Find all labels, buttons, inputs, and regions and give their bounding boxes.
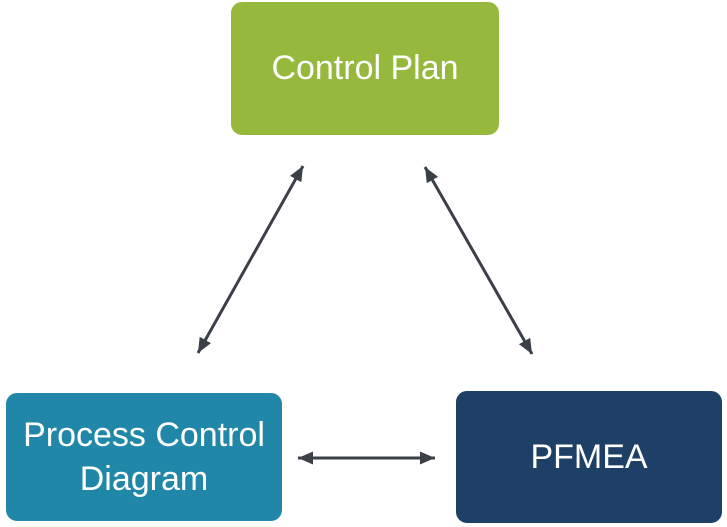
node-control-plan: Control Plan — [229, 0, 501, 137]
node-pfmea: PFMEA — [454, 389, 724, 525]
connector-controlplan-pfmea — [423, 166, 534, 355]
node-process-control-diagram: Process Control Diagram — [4, 391, 284, 523]
node-pfmea-label: PFMEA — [530, 437, 648, 476]
node-process-control-diagram-label: Process Control Diagram — [23, 415, 265, 498]
node-control-plan-label: Control Plan — [271, 49, 459, 88]
connector-controlplan-processcontroldiagram — [196, 165, 305, 354]
